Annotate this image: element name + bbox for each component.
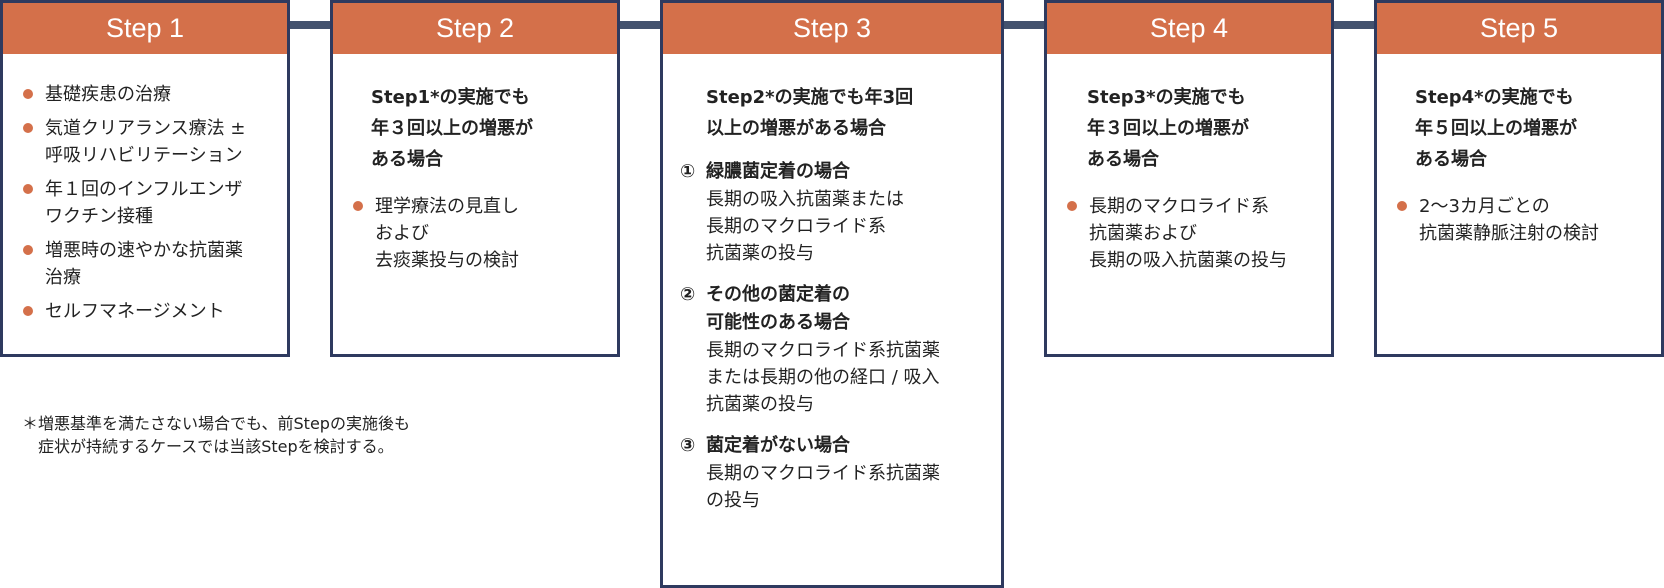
bullet-dot-icon <box>23 245 33 255</box>
case-number: ② <box>680 284 696 305</box>
bullet-dot-icon <box>353 201 363 211</box>
step-2-header: Step 2 <box>333 3 617 54</box>
bullet-text: 理学療法の見直し および 去痰薬投与の検討 <box>375 196 519 271</box>
step-1-bullet: 基礎疾患の治療 <box>23 81 277 108</box>
bullet-text: 気道クリアランス療法 ± 呼吸リハビリテーション <box>45 118 246 166</box>
bullet-text: 2〜3カ月ごとの 抗菌薬静脈注射の検討 <box>1419 196 1599 244</box>
bullet-text: セルフマネージメント <box>45 301 225 322</box>
step-4-header: Step 4 <box>1047 3 1331 54</box>
step-1-bullet: セルフマネージメント <box>23 298 277 325</box>
step-2-condition: Step1*の実施でも 年３回以上の増悪が ある場合 <box>371 87 533 170</box>
step-4-body: Step3*の実施でも 年３回以上の増悪が ある場合 長期のマクロライド系 抗菌… <box>1047 54 1331 274</box>
case-title-text: その他の菌定着の 可能性のある場合 <box>706 284 850 333</box>
case-number: ③ <box>680 435 696 456</box>
step-3-box: Step 3 Step2*の実施でも年3回 以上の増悪がある場合 ① 緑膿菌定着の… <box>660 0 1004 588</box>
step-2-bullets: 理学療法の見直し および 去痰薬投与の検討 <box>353 193 607 274</box>
connector-2-3 <box>616 21 664 29</box>
step-5-header: Step 5 <box>1377 3 1661 54</box>
step-1-body: 基礎疾患の治療 気道クリアランス療法 ± 呼吸リハビリテーション 年１回のインフ… <box>3 54 287 325</box>
step-1-header: Step 1 <box>3 3 287 54</box>
step-5-body: Step4*の実施でも 年５回以上の増悪が ある場合 2〜3カ月ごとの 抗菌薬静… <box>1377 54 1661 247</box>
step-4-bullets: 長期のマクロライド系 抗菌薬および 長期の吸入抗菌薬の投与 <box>1067 193 1321 274</box>
case-body: 長期の吸入抗菌薬または 長期のマクロライド系 抗菌薬の投与 <box>706 189 904 264</box>
bullet-text: 基礎疾患の治療 <box>45 84 171 105</box>
case-title: ② その他の菌定着の 可能性のある場合 <box>680 281 991 337</box>
bullet-dot-icon <box>1067 201 1077 211</box>
case-title: ① 緑膿菌定着の場合 <box>680 158 991 186</box>
step-1-box: Step 1 基礎疾患の治療 気道クリアランス療法 ± 呼吸リハビリテーション … <box>0 0 290 357</box>
step-5-bullet: 2〜3カ月ごとの 抗菌薬静脈注射の検討 <box>1397 193 1653 247</box>
bullet-text: 長期のマクロライド系 抗菌薬および 長期の吸入抗菌薬の投与 <box>1089 196 1287 271</box>
step-4-condition: Step3*の実施でも 年３回以上の増悪が ある場合 <box>1087 87 1249 170</box>
step-2-box: Step 2 Step1*の実施でも 年３回以上の増悪が ある場合 理学療法の見… <box>330 0 620 357</box>
step-2-bullet: 理学療法の見直し および 去痰薬投与の検討 <box>353 193 607 274</box>
case-body: 長期のマクロライド系抗菌薬 または長期の他の経口 / 吸入 抗菌薬の投与 <box>706 340 940 415</box>
step-3-condition: Step2*の実施でも年3回 以上の増悪がある場合 <box>706 87 914 139</box>
step-4-box: Step 4 Step3*の実施でも 年３回以上の増悪が ある場合 長期のマクロ… <box>1044 0 1334 357</box>
step-5-bullets: 2〜3カ月ごとの 抗菌薬静脈注射の検討 <box>1397 193 1653 247</box>
step-3-case-1: ① 緑膿菌定着の場合 長期の吸入抗菌薬または 長期のマクロライド系 抗菌薬の投与 <box>680 158 991 267</box>
case-title-text: 菌定着がない場合 <box>706 435 850 456</box>
bullet-dot-icon <box>23 184 33 194</box>
connector-3-4 <box>1000 21 1048 29</box>
connector-4-5 <box>1330 21 1378 29</box>
step-1-bullet: 気道クリアランス療法 ± 呼吸リハビリテーション <box>23 115 277 169</box>
step-5-box: Step 5 Step4*の実施でも 年５回以上の増悪が ある場合 2〜3カ月ご… <box>1374 0 1664 357</box>
step-3-body: Step2*の実施でも年3回 以上の増悪がある場合 ① 緑膿菌定着の場合 長期の吸… <box>663 54 1001 514</box>
step-1-bullets: 基礎疾患の治療 気道クリアランス療法 ± 呼吸リハビリテーション 年１回のインフ… <box>23 81 277 325</box>
step-1-bullet: 年１回のインフルエンザ ワクチン接種 <box>23 176 277 230</box>
case-title: ③ 菌定着がない場合 <box>680 432 991 460</box>
connector-1-2 <box>286 21 334 29</box>
step-3-case-3: ③ 菌定着がない場合 長期のマクロライド系抗菌薬 の投与 <box>680 432 991 514</box>
step-5-condition: Step4*の実施でも 年５回以上の増悪が ある場合 <box>1415 87 1577 170</box>
step-2-body: Step1*の実施でも 年３回以上の増悪が ある場合 理学療法の見直し および … <box>333 54 617 274</box>
bullet-text: 増悪時の速やかな抗菌薬 治療 <box>45 240 243 288</box>
step-1-bullet: 増悪時の速やかな抗菌薬 治療 <box>23 237 277 291</box>
step-3-header: Step 3 <box>663 3 1001 54</box>
bullet-text: 年１回のインフルエンザ ワクチン接種 <box>45 179 243 227</box>
case-number: ① <box>680 161 696 182</box>
case-body: 長期のマクロライド系抗菌薬 の投与 <box>706 463 940 511</box>
step-3-case-2: ② その他の菌定着の 可能性のある場合 長期のマクロライド系抗菌薬 または長期の他… <box>680 281 991 418</box>
bullet-dot-icon <box>23 306 33 316</box>
bullet-dot-icon <box>23 89 33 99</box>
bullet-dot-icon <box>23 123 33 133</box>
case-title-text: 緑膿菌定着の場合 <box>706 161 850 182</box>
footnote: ＊増悪基準を満たさない場合でも、前Stepの実施後も 症状が持続するケースでは当… <box>22 414 410 456</box>
step-4-bullet: 長期のマクロライド系 抗菌薬および 長期の吸入抗菌薬の投与 <box>1067 193 1321 274</box>
bullet-dot-icon <box>1397 201 1407 211</box>
